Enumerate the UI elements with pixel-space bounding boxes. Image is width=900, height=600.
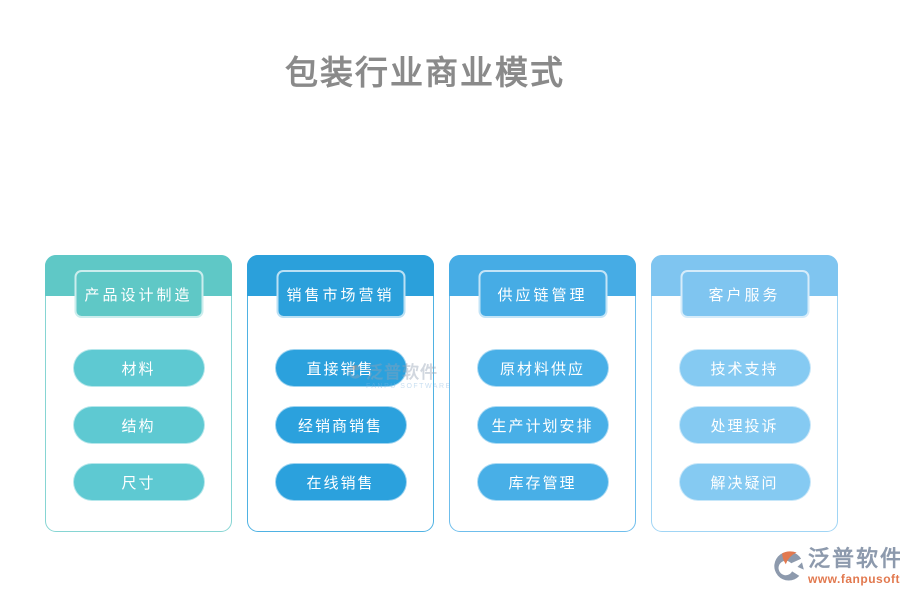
card-item-list: 直接销售 经销商销售 在线销售 xyxy=(248,349,433,501)
item-pill: 生产计划安排 xyxy=(476,406,609,444)
card-header-label: 客户服务 xyxy=(708,286,781,304)
page-title: 包装行业商业模式 xyxy=(285,56,565,92)
item-label: 生产计划安排 xyxy=(491,417,594,435)
item-label: 在线销售 xyxy=(306,474,375,492)
card-item-list: 原材料供应 生产计划安排 库存管理 xyxy=(450,349,635,501)
item-label: 库存管理 xyxy=(508,474,577,492)
item-label: 结构 xyxy=(121,417,156,435)
item-pill: 处理投诉 xyxy=(678,406,811,444)
item-pill: 库存管理 xyxy=(476,463,609,501)
item-pill: 经销商销售 xyxy=(274,406,407,444)
card-header: 产品设计制造 xyxy=(74,270,203,318)
fanpu-logo: 泛普软件 www.fanpusoft.com xyxy=(772,548,900,585)
category-card-3: 供应链管理 原材料供应 生产计划安排 库存管理 xyxy=(449,255,636,532)
item-pill: 材料 xyxy=(72,349,205,387)
logo-url: www.fanpusoft.com xyxy=(808,572,900,586)
card-header-label: 销售市场营销 xyxy=(286,286,395,304)
item-label: 尺寸 xyxy=(121,474,156,492)
card-header: 客户服务 xyxy=(680,270,809,318)
card-header-label: 产品设计制造 xyxy=(84,286,193,304)
item-pill: 尺寸 xyxy=(72,463,205,501)
item-label: 材料 xyxy=(121,360,156,378)
item-pill: 在线销售 xyxy=(274,463,407,501)
item-label: 处理投诉 xyxy=(710,417,779,435)
card-item-list: 技术支持 处理投诉 解决疑问 xyxy=(652,349,837,501)
item-label: 直接销售 xyxy=(306,360,375,378)
business-model-columns: 产品设计制造 材料 结构 尺寸 销售市场营销 直接销售 经销商销售 在线销售 供… xyxy=(45,255,838,532)
item-pill: 结构 xyxy=(72,406,205,444)
item-label: 经销商销售 xyxy=(297,417,383,435)
item-pill: 解决疑问 xyxy=(678,463,811,501)
logo-name: 泛普软件 xyxy=(808,546,900,571)
fanpu-logo-icon xyxy=(774,551,804,581)
category-card-2: 销售市场营销 直接销售 经销商销售 在线销售 xyxy=(247,255,434,532)
card-header: 销售市场营销 xyxy=(276,270,405,318)
card-header-label: 供应链管理 xyxy=(497,286,588,304)
item-pill: 原材料供应 xyxy=(476,349,609,387)
item-pill: 直接销售 xyxy=(274,349,407,387)
item-label: 技术支持 xyxy=(710,360,779,378)
item-pill: 技术支持 xyxy=(678,349,811,387)
category-card-1: 产品设计制造 材料 结构 尺寸 xyxy=(45,255,232,532)
card-header: 供应链管理 xyxy=(478,270,607,318)
item-label: 原材料供应 xyxy=(499,360,585,378)
card-item-list: 材料 结构 尺寸 xyxy=(46,349,231,501)
category-card-4: 客户服务 技术支持 处理投诉 解决疑问 xyxy=(651,255,838,532)
item-label: 解决疑问 xyxy=(710,474,779,492)
